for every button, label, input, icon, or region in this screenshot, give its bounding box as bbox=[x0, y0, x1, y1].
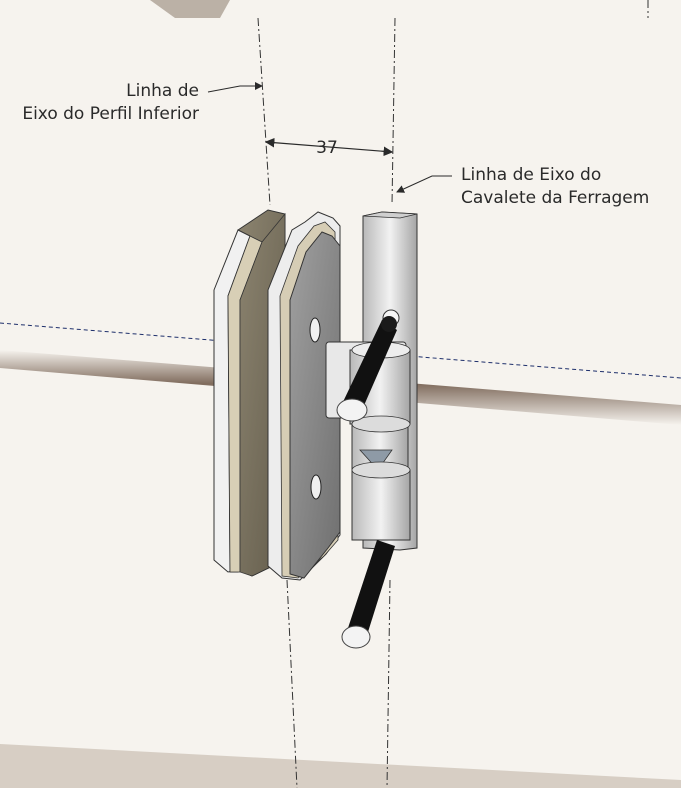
cavalete-leader-line bbox=[396, 175, 452, 193]
perfil-leader-line bbox=[207, 82, 263, 93]
perfil-axis-label-line-1: Linha de bbox=[126, 81, 199, 101]
cavalete-axis-label: Linha de Eixo do Cavalete da Ferragem bbox=[461, 164, 649, 210]
dimension-37 bbox=[264, 137, 394, 157]
perfil-axis-line-top bbox=[257, 17, 271, 206]
dimension-value: 37 bbox=[316, 138, 338, 158]
cavalete-axis-line-top bbox=[391, 17, 396, 206]
axis-lines bbox=[257, 0, 649, 788]
cavalete-axis-label-line-2: Cavalete da Ferragem bbox=[461, 188, 650, 208]
upper-bolt-hole bbox=[309, 317, 321, 343]
perfil-axis-label-line-2: Eixo do Perfil Inferior bbox=[22, 104, 199, 124]
cavalete-axis-label-line-1: Linha de Eixo do bbox=[461, 165, 602, 185]
rubber-pin bbox=[336, 316, 397, 649]
perfil-axis-label: Linha de Eixo do Perfil Inferior bbox=[8, 80, 199, 126]
horizontal-axis-line bbox=[0, 322, 681, 379]
perfil-axis-line-bottom bbox=[286, 579, 298, 788]
lower-bolt-hole bbox=[310, 474, 322, 500]
cavalete-axis-line-bottom bbox=[386, 579, 391, 788]
